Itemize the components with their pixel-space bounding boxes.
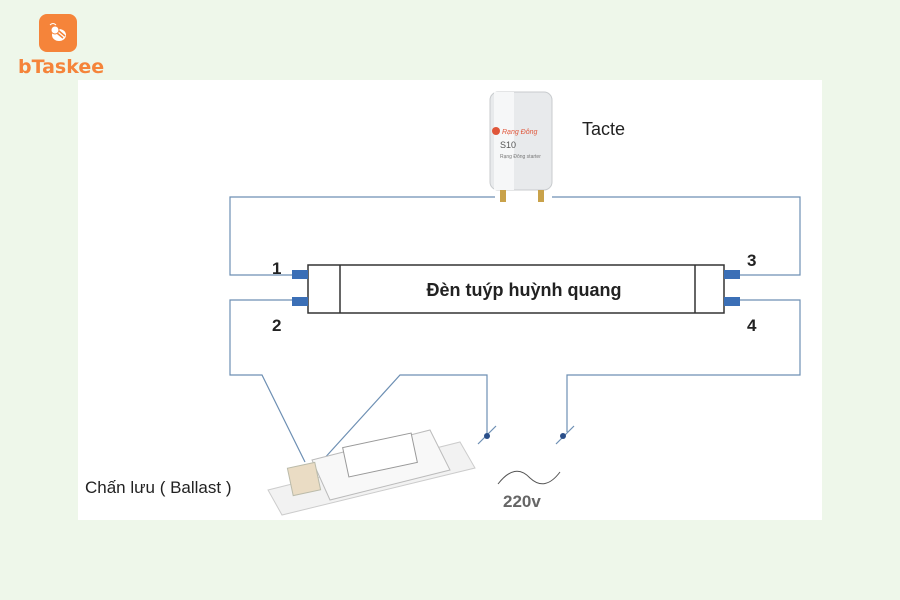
fluorescent-tube [292, 264, 740, 314]
switch-terminal-left [484, 433, 490, 439]
starter-brand: Rạng Đông [502, 129, 538, 136]
wire-ballast-switch [311, 374, 488, 473]
pin-3 [724, 270, 740, 279]
diagram-panel: Rạng Đông S10 Rạng Đông starter Tacte Đè… [78, 80, 822, 520]
pin-1 [292, 270, 308, 279]
starter: Rạng Đông S10 Rạng Đông starter [489, 91, 553, 202]
pin-label-2: 2 [272, 316, 281, 335]
pin-label-1: 1 [272, 259, 281, 278]
ballast [267, 429, 476, 516]
pin-4 [724, 297, 740, 306]
switch-terminal-right [560, 433, 566, 439]
brand-name: bTaskee [18, 56, 105, 78]
pin-2 [292, 297, 308, 306]
wiring-diagram: Rạng Đông S10 Rạng Đông starter Tacte Đè… [85, 91, 801, 516]
starter-label: Tacte [582, 119, 625, 139]
btaskee-logo: bTaskee [18, 14, 105, 78]
voltage-label: 220v [503, 492, 541, 511]
starter-model: S10 [500, 140, 516, 150]
wire-pin1-starter [229, 196, 495, 276]
wire-pin2-ballast [229, 299, 306, 463]
ballast-label: Chấn lưu ( Ballast ) [85, 478, 232, 497]
bee-icon [39, 14, 77, 52]
wire-starter-pin3 [552, 196, 801, 276]
starter-subtitle: Rạng Đông starter [500, 154, 541, 160]
pin-label-4: 4 [747, 316, 757, 335]
pin-label-3: 3 [747, 251, 756, 270]
ac-wave-icon [497, 470, 561, 485]
wires [229, 196, 801, 473]
wire-pin4-switch [566, 299, 801, 432]
tube-label: Đèn tuýp huỳnh quang [427, 280, 622, 300]
